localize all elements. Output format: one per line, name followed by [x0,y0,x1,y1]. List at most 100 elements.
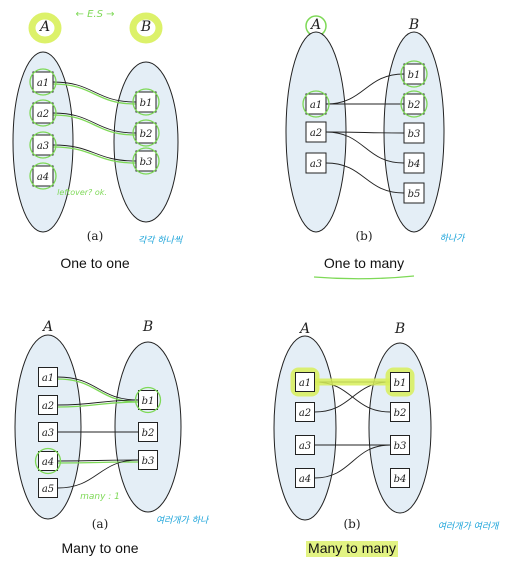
relationship-edge [57,376,139,401]
b-item-box [403,93,425,115]
item-circle [132,147,160,175]
a-item-box [295,435,315,455]
b-item-box [135,150,157,172]
relationship-edge [325,131,405,134]
a-item-label: a5 [42,484,54,495]
a-item-box [32,102,54,124]
a-item-box [305,152,327,174]
a-item-box [38,367,58,387]
item-circle [29,131,57,159]
a-item-label: a3 [37,141,49,152]
edge-highlight [57,461,139,464]
item-circle [29,68,57,96]
item-circle [302,90,330,118]
set-label-highlight [129,12,163,44]
sublabel: (b) [343,517,360,531]
caption-highlight [306,541,398,557]
edge-highlight [52,83,137,105]
relationship-edge [325,73,405,105]
set-a-label: A [298,321,310,337]
item-circle [400,90,428,118]
edge-highlight [57,401,139,408]
set-b-label: B [142,319,153,335]
handwritten-annotation: 여러개가 여러개 [438,521,501,532]
sublabel: (b) [355,229,372,243]
a-item-box [305,93,327,115]
a-item-box [305,121,327,143]
a-item-label: a4 [299,474,311,485]
a-item-label: a2 [37,109,49,120]
relationship-edge [57,399,139,406]
edge-highlight [52,114,137,136]
b-item-label: b5 [408,189,421,200]
a-item-box [38,395,58,415]
sublabel: (a) [92,517,109,531]
b-item-box [135,91,157,113]
item-circle [132,88,160,116]
set-a-label: A [41,319,53,335]
item-circle [29,162,57,190]
b-item-label: b3 [394,441,407,452]
b-item-label: b2 [408,100,421,111]
handwritten-annotation: ← E.S → [76,9,115,20]
b-item-box [135,122,157,144]
a-item-box [38,451,58,471]
handwritten-annotation: leftover? ok. [57,188,107,197]
a-item-box [32,165,54,187]
handwritten-annotation: 여러개가 하나 [156,515,210,526]
relationship-edge [325,131,405,164]
b-item-label: b3 [408,129,421,140]
caption: Many to many [308,540,396,556]
a-item-box [32,71,54,93]
a-item-label: a1 [310,100,322,111]
caption-underline [313,275,415,280]
a-item-label: a1 [42,373,54,384]
set-b-label: B [408,17,419,33]
b-item-box [403,63,425,85]
relationship-edge [314,444,391,479]
a-item-label: a2 [310,128,322,139]
sublabel: (a) [87,229,104,243]
a-item-box [32,134,54,156]
set-a-label: A [309,17,321,33]
b-item-box [138,450,158,470]
set-a-ellipse [273,335,337,521]
b-item-label: b1 [142,396,155,407]
b-item-label: b2 [142,428,155,439]
relationship-edge [52,112,137,134]
a-item-label: a2 [299,408,311,419]
a-item-label: a4 [42,457,54,468]
caption: One to many [324,255,404,271]
b-item-box [390,402,410,422]
b-item-label: b3 [140,157,153,168]
a-item-label: a3 [42,428,54,439]
item-circle [134,386,162,414]
b-item-box [403,182,425,204]
b-item-box [403,152,425,174]
relationship-edge [57,459,139,489]
b-item-label: b2 [394,408,407,419]
b-item-box [138,390,158,410]
b-item-label: b1 [140,98,153,109]
b-item-label: b1 [408,70,421,81]
set-label-highlight [28,12,62,44]
handwritten-annotation: 하나가 [440,233,467,244]
caption: Many to one [61,540,138,556]
a-item-box [38,478,58,498]
caption: One to one [60,255,129,271]
item-circle [29,99,57,127]
set-b-label: B [140,19,151,35]
b-item-box [138,422,158,442]
edge-highlight [52,146,137,164]
a-item-box [295,372,315,392]
a-item-label: a2 [42,401,54,412]
item-circle [132,119,160,147]
b-item-label: b1 [394,378,407,389]
b-item-label: b4 [408,159,421,170]
relationship-edge [52,144,137,162]
